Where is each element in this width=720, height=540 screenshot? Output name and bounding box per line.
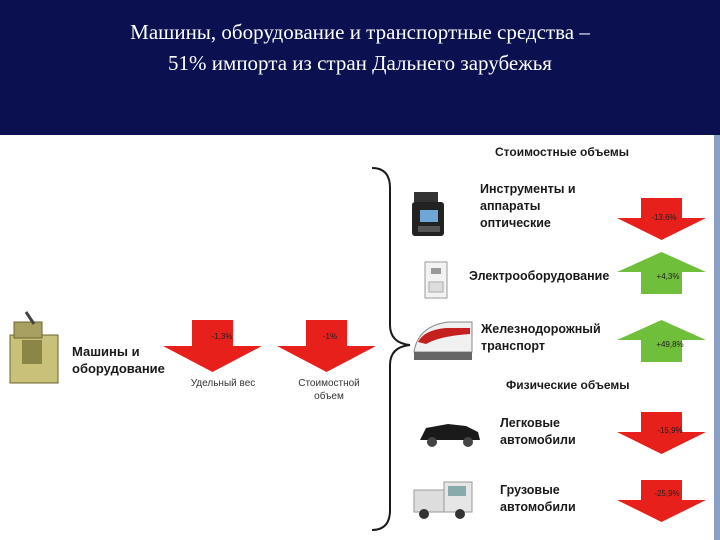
arrow-cars — [617, 412, 706, 454]
circuit-breaker-icon — [424, 261, 448, 299]
arrow-value-cars: -15,9% — [657, 426, 682, 435]
item-label-trucks: Грузовые автомобили — [500, 483, 576, 514]
caption-value-volume: Стоимостной объем — [298, 378, 360, 402]
arrow-value-specific-weight: -1,3% — [212, 332, 233, 341]
arrow-value-volume — [277, 320, 376, 372]
item-label-optical: Инструменты и аппараты оптические — [480, 182, 576, 230]
main-label: Машины и оборудование — [72, 344, 165, 376]
arrow-value-optical: -13,6% — [651, 213, 676, 222]
title-line-2: 51% импорта из стран Дальнего зарубежья — [168, 51, 552, 75]
title-line-1: Машины, оборудование и транспортные сред… — [130, 20, 590, 44]
arrow-value-value-volume: -1% — [323, 332, 337, 341]
caption-specific-weight: Удельный вес — [190, 378, 256, 389]
train-icon — [413, 321, 473, 360]
machine-icon — [9, 311, 59, 384]
truck-icon — [413, 481, 473, 519]
arrow-specific-weight — [163, 320, 262, 372]
arrow-railway — [617, 320, 706, 362]
optical-device-icon — [412, 192, 444, 236]
arrow-trucks — [617, 480, 706, 522]
arrow-value-electrical: +4,3% — [657, 272, 680, 281]
item-label-cars: Легковые автомобили — [500, 416, 576, 447]
arrow-optical — [617, 198, 706, 240]
header-banner: Машины, оборудование и транспортные сред… — [0, 0, 720, 135]
arrow-value-railway: +49,8% — [656, 340, 683, 349]
arrow-electrical — [617, 252, 706, 294]
item-label-electrical: Электрооборудование — [469, 269, 610, 283]
item-label-railway: Железнодорожный транспорт — [481, 322, 601, 353]
car-icon — [420, 424, 480, 447]
arrow-value-trucks: -25,9% — [654, 489, 679, 498]
section-physical-volumes: Физические объемы — [506, 378, 630, 392]
section-value-volumes: Стоимостные объемы — [495, 145, 630, 159]
brace — [371, 167, 411, 531]
side-stripe — [714, 135, 720, 540]
